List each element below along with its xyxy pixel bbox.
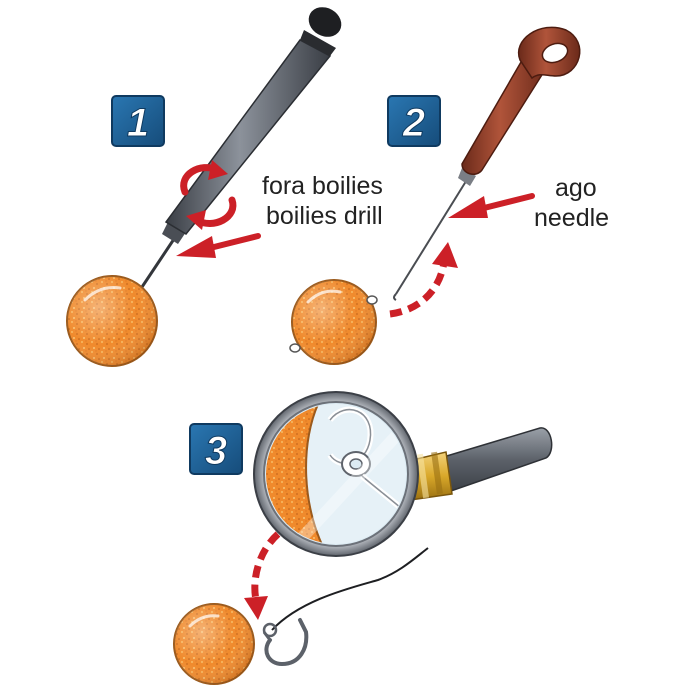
dashed-arrow-step-2 (389, 242, 458, 318)
drill-tool-icon (138, 7, 342, 291)
needle-tool-icon (393, 26, 581, 301)
step-1-badge: 1 (111, 95, 165, 147)
boilie-3 (173, 603, 255, 685)
hook-icon (262, 547, 429, 667)
step-1-number: 1 (127, 101, 149, 145)
dashed-arrow-step-3 (244, 531, 281, 620)
step-2-badge: 2 (387, 95, 441, 147)
step-1-label-en: boilies drill (266, 202, 383, 230)
step-1-label-it: fora boilies (262, 172, 383, 200)
step-2-label-it: ago (555, 174, 597, 202)
rotation-arrows-icon (180, 160, 237, 230)
magnifier-icon (253, 391, 553, 557)
step-3-number: 3 (205, 429, 227, 473)
arrow-to-drill (176, 233, 261, 258)
arrow-to-needle (448, 193, 535, 218)
step-2-label-en: needle (534, 204, 610, 232)
step-3-badge: 3 (189, 423, 243, 475)
step-2-number: 2 (402, 101, 425, 145)
boilie-1 (66, 275, 158, 367)
boilie-2 (289, 279, 378, 365)
